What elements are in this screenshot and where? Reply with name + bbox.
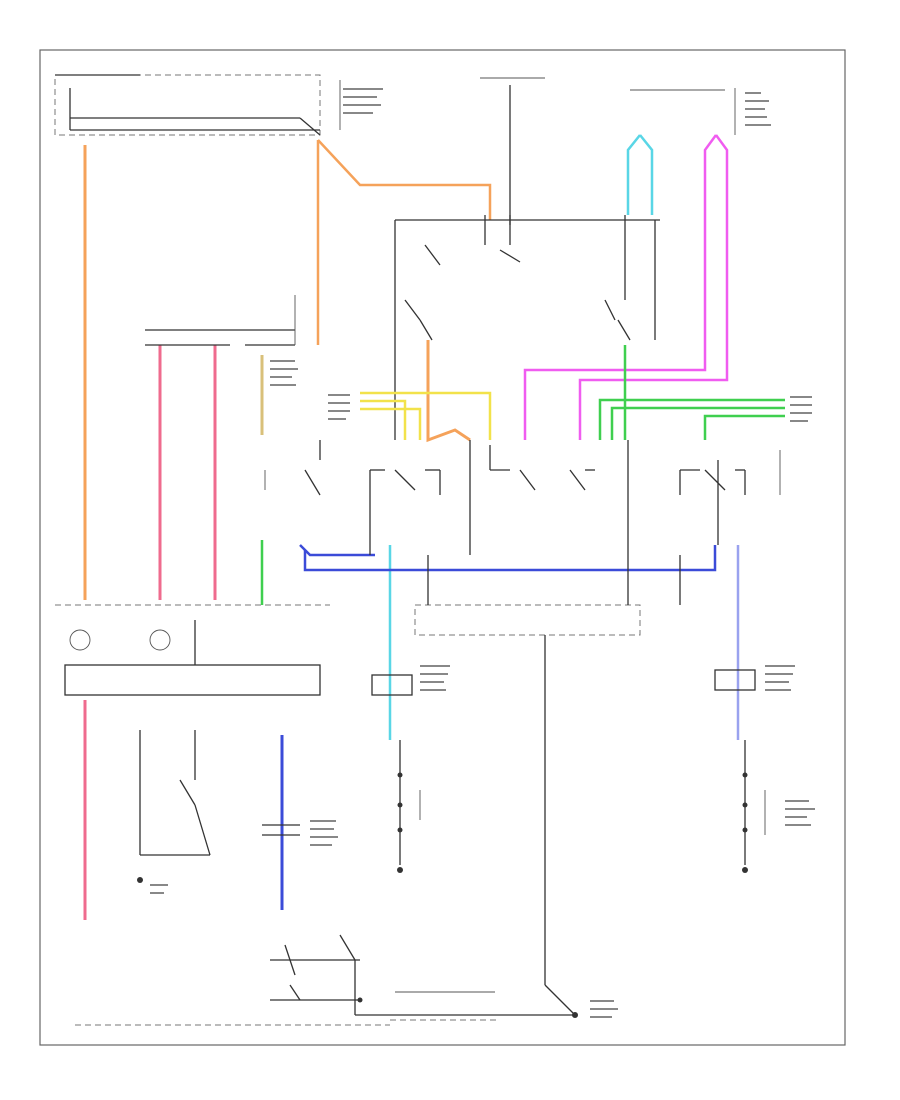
wire-magenta (523, 134, 729, 440)
bottom-switch-assembly (75, 934, 578, 1026)
top-center-fuse-feed (480, 77, 545, 225)
mirror-connector (414, 440, 681, 1016)
top-left-fuse-block (54, 74, 341, 136)
wire-pink (83, 345, 217, 920)
instrument-cluster (55, 604, 330, 883)
left-fuse-box (145, 295, 296, 346)
wire-green (260, 345, 785, 605)
right-mirror-actuator (714, 669, 766, 873)
wire-cyan (388, 134, 654, 740)
wire-yellow (360, 391, 492, 440)
wire-orange (83, 139, 492, 600)
diagram-border (39, 49, 846, 1046)
top-right-legend (630, 88, 736, 135)
mirror-switch-row (264, 440, 781, 555)
mirror-switch-block (394, 215, 660, 440)
left-mirror-actuator (371, 674, 421, 873)
wire-blue (280, 544, 717, 910)
label-marks (150, 88, 815, 1018)
